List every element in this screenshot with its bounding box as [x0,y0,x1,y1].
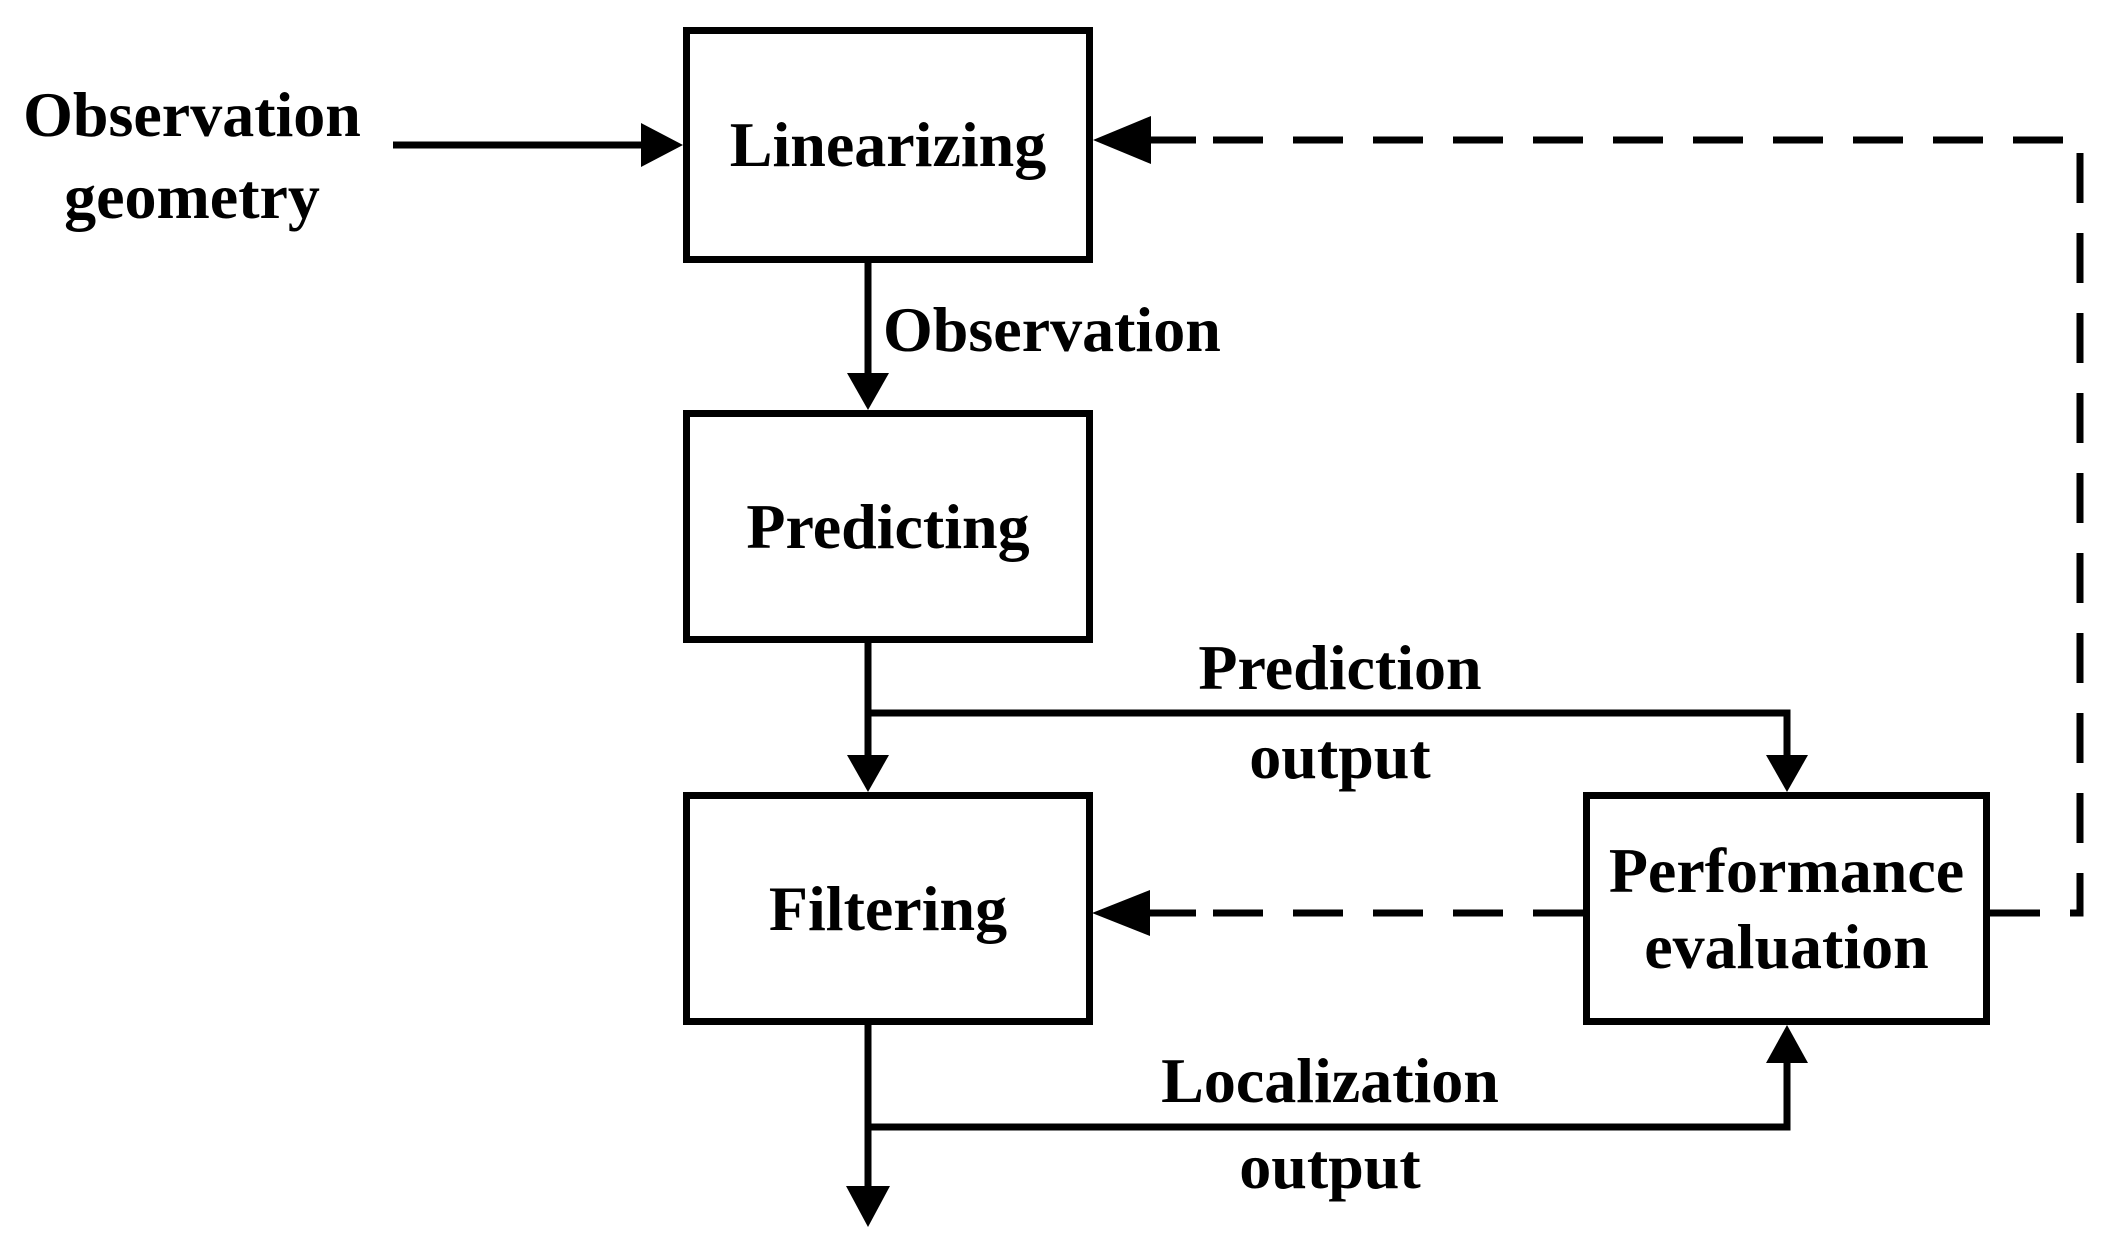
arrowhead-left-icon [1092,890,1150,936]
label-line: Prediction [1198,632,1482,703]
label-line: output [1249,721,1431,792]
arrowhead-down-icon [847,373,889,410]
label-line: geometry [64,161,320,232]
edge-line [868,1062,1791,1131]
edge-performance-to-linearizing-dashed [1093,116,2084,917]
arrowhead-down-icon [846,1186,890,1227]
edge-line [868,709,1791,757]
label-localization-output: Localization output [1161,1038,1499,1210]
node-label: Linearizing [729,109,1047,180]
edge-dashed-line [1192,136,2084,917]
label-observation-geometry: Observation geometry [23,74,361,238]
label-line: Observation [23,79,361,150]
node-label-line: evaluation [1644,910,1929,982]
edge-filtering-to-performance [868,1025,1808,1131]
arrowhead-down-icon [1766,755,1808,792]
label-observation: Observation [883,293,1221,367]
label-line: output [1239,1131,1421,1202]
arrowhead-left-icon [1093,116,1151,164]
edge-filtering-output [846,1025,890,1227]
arrowhead-up-icon [1766,1025,1808,1063]
node-linearizing: Linearizing [683,27,1093,263]
edge-predicting-to-performance [868,709,1808,792]
edge-predicting-to-filtering [847,643,889,792]
node-performance-evaluation: Performance evaluation [1583,792,1990,1025]
arrowhead-down-icon [847,755,889,792]
label-prediction-output: Prediction output [1198,623,1481,801]
arrowhead-right-icon [641,123,683,167]
edge-performance-to-filtering-dashed [1092,890,1583,936]
node-label-line: Performance [1608,834,1965,906]
node-label: Filtering [768,872,1008,944]
label-line: Localization [1161,1045,1499,1116]
edge-linearizing-to-predicting [847,263,889,410]
label-line: Observation [883,294,1221,365]
node-predicting: Predicting [683,410,1093,643]
node-filtering: Filtering [683,792,1093,1025]
node-label: Predicting [746,490,1030,562]
edge-observation-geometry-to-linearizing [393,123,683,167]
